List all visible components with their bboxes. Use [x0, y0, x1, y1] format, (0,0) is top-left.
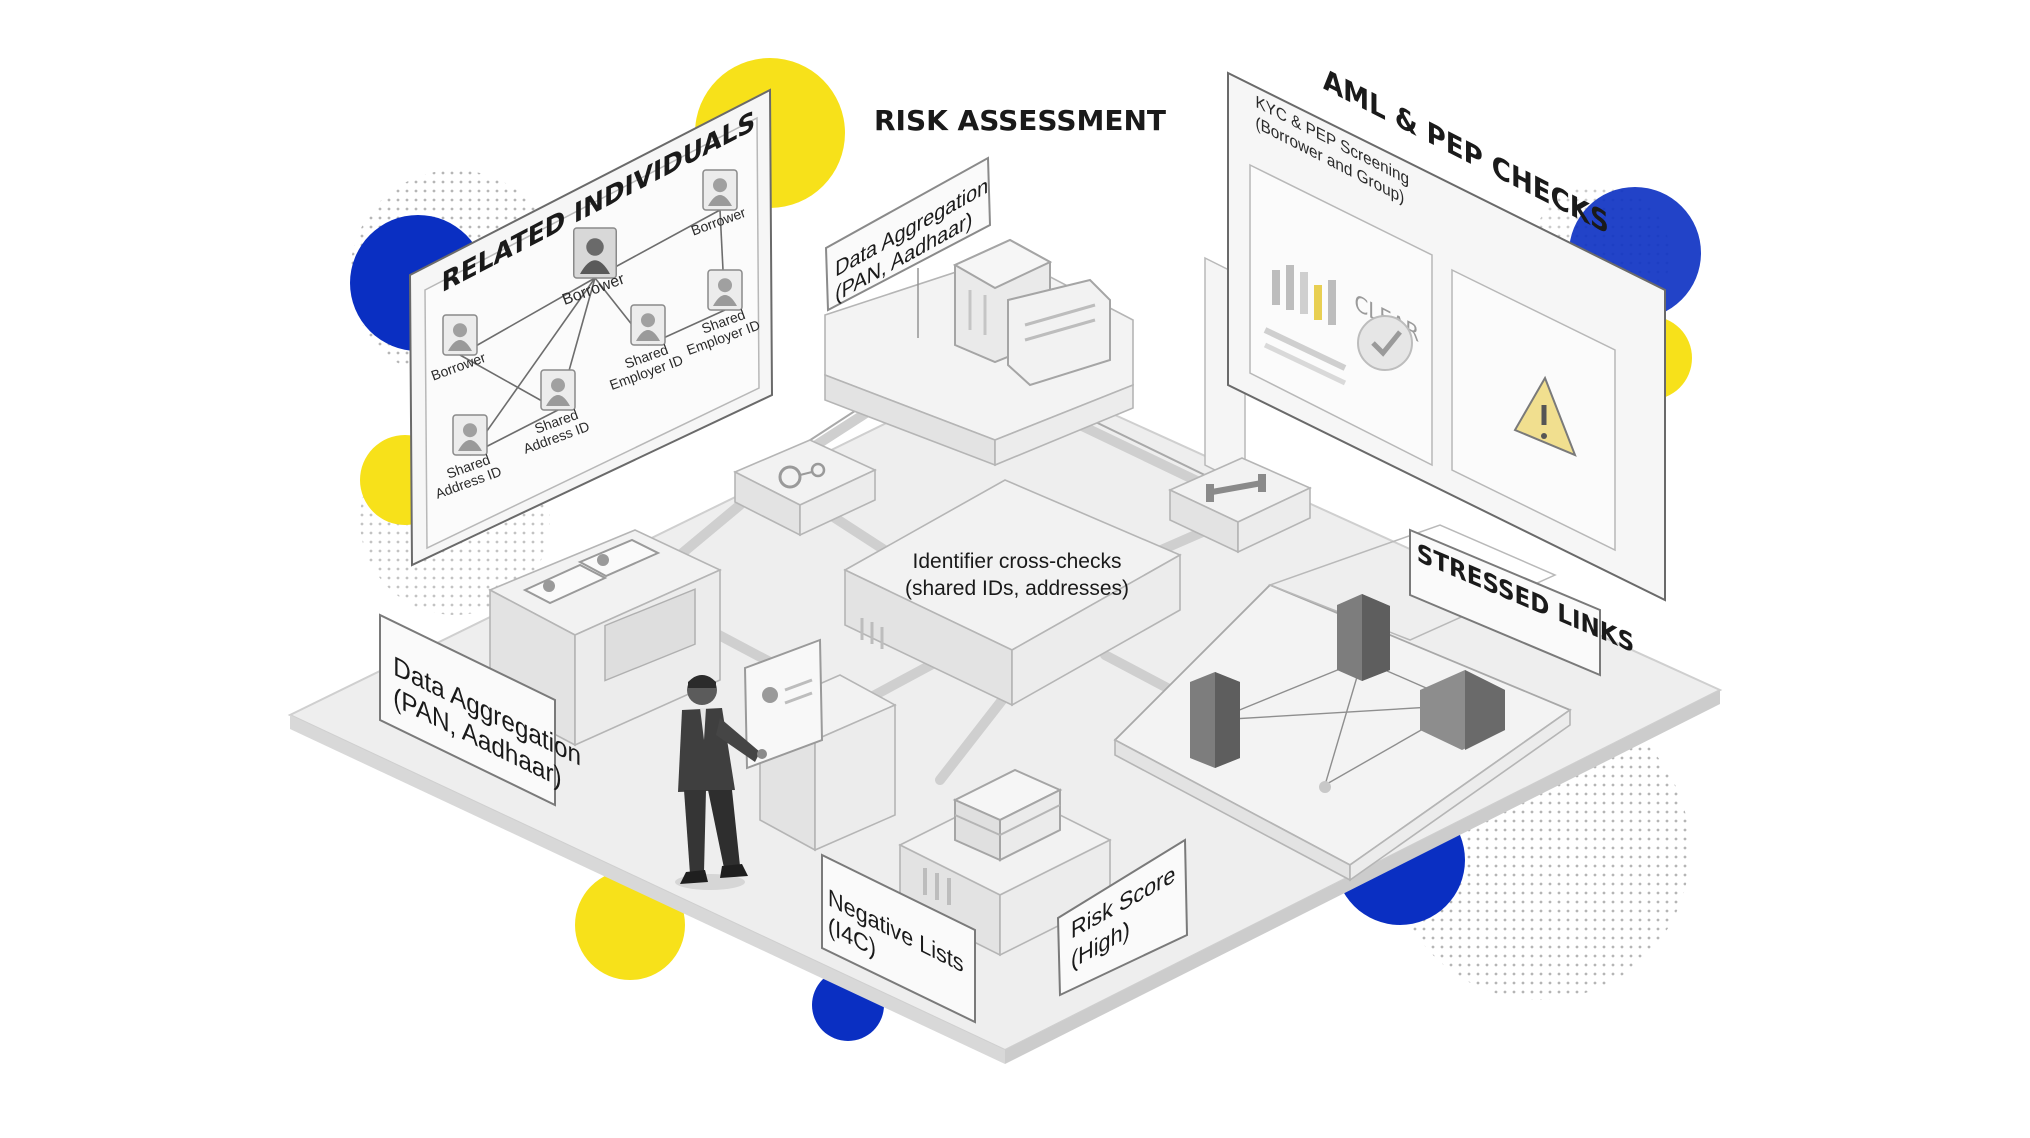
related-individuals-inner — [424, 116, 760, 550]
server-icon — [952, 238, 1111, 387]
database-block — [898, 768, 1112, 957]
person-icon — [458, 423, 482, 451]
warning-icon — [1513, 375, 1577, 457]
platform-edge-right — [1005, 690, 1720, 1064]
building-icon — [1420, 670, 1505, 750]
risk-score-label: Risk Score (High) — [1056, 838, 1189, 997]
platform — [287, 363, 1723, 1064]
id-card-icon — [762, 678, 813, 705]
kyc-card — [1249, 163, 1433, 467]
person-icon — [708, 178, 732, 206]
data-aggregation-server-top — [824, 238, 1134, 467]
stressed-links-plate: STRESSED LINKS — [1113, 524, 1634, 882]
building-icon — [1190, 672, 1240, 768]
vent-marks — [923, 868, 951, 905]
person-icon — [636, 313, 660, 341]
person-icon — [448, 323, 472, 351]
check-icon — [1357, 315, 1413, 371]
person-icon — [580, 238, 610, 274]
transfer-icon — [1206, 474, 1266, 502]
identifier-crosschecks-line1: Identifier cross-checks — [913, 550, 1122, 573]
platform-edge-left — [290, 715, 1005, 1064]
negative-lists-label: Negative Lists (I4C) — [821, 853, 976, 1024]
building-icon — [1337, 594, 1390, 681]
id-card-icon — [522, 538, 661, 605]
transfer-hub — [1168, 457, 1312, 554]
identifier-crosschecks-line2: (shared IDs, addresses) — [905, 577, 1129, 600]
gear-network-icon — [778, 462, 826, 489]
left-id-server — [488, 529, 722, 747]
database-icon — [952, 768, 1063, 862]
gear-network-hub — [733, 439, 877, 537]
vent-marks — [860, 618, 884, 649]
identifier-crosschecks-block: Identifier cross-checks (shared IDs, add… — [843, 479, 1182, 707]
person-icon — [546, 378, 570, 406]
bar-chart-icon — [1263, 265, 1347, 386]
id-panel-block — [743, 638, 897, 852]
title: RISK ASSESSMENT — [874, 104, 1166, 137]
related-individuals-panel: RELATED INDIVIDUALS BorrowerBorrowerBorr… — [408, 88, 774, 567]
person-icon — [713, 278, 737, 306]
businessman-figure — [675, 675, 767, 890]
